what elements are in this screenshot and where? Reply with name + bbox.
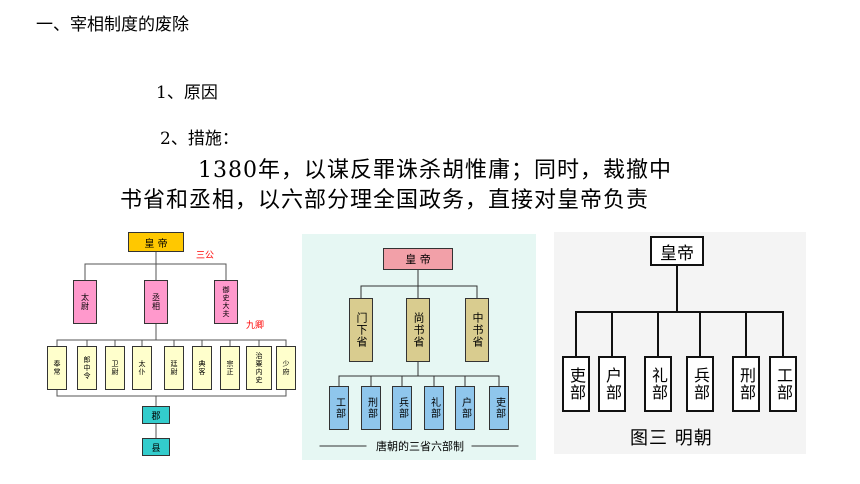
tang-ministry-box: 户部 — [455, 386, 475, 430]
county-box: 县 — [142, 438, 170, 456]
reason-heading: 1、原因 — [156, 83, 218, 103]
jiuqing-box: 卫尉 — [105, 346, 125, 390]
tang-ministry-box: 吏部 — [489, 386, 509, 430]
qin-han-diagram: 皇 帝 三公 太尉 丞相 御史大夫 九卿 奉常 郎中令 卫尉 太仆 廷尉 典客 … — [40, 228, 302, 468]
sangong-box-chengxiang: 丞相 — [144, 280, 168, 324]
tang-connectors — [319, 269, 519, 447]
jiuqing-box: 廷尉 — [164, 346, 184, 390]
ming-ministry-box: 吏部 — [562, 356, 590, 412]
sansheng-box-shangshu: 尚书省 — [406, 298, 430, 362]
jiuqing-box: 奉常 — [47, 346, 67, 390]
jiuqing-box: 宗正 — [220, 346, 240, 390]
ming-connectors — [575, 265, 784, 357]
jiuqing-box: 典客 — [192, 346, 212, 390]
tang-emperor-box: 皇 帝 — [383, 248, 453, 270]
jiuqing-box: 郎中令 — [77, 346, 97, 390]
qin-emperor-box: 皇 帝 — [128, 232, 184, 252]
tang-ministry-box: 礼部 — [424, 386, 444, 430]
commandery-box: 郡 — [142, 406, 170, 424]
ming-diagram: 皇帝 吏部 户部 礼部 兵部 刑部 工部 图三 明朝 — [554, 232, 806, 454]
jiuqing-label: 九卿 — [246, 321, 265, 331]
ming-emperor-box: 皇帝 — [650, 236, 704, 266]
tang-ministry-box: 兵部 — [392, 386, 412, 430]
sangong-box-taiwei: 太尉 — [73, 280, 97, 324]
ming-ministry-box: 户部 — [598, 356, 626, 412]
tang-ministry-box: 刑部 — [361, 386, 381, 430]
ming-ministry-box: 礼部 — [644, 356, 672, 412]
slide-title: 一、宰相制度的废除 — [36, 15, 189, 35]
ming-ministry-box: 工部 — [769, 356, 797, 412]
tang-ministry-box: 工部 — [329, 386, 349, 430]
tang-diagram: 皇 帝 门下省 尚书省 中书省 工部 刑部 兵部 礼部 户部 吏部 唐朝的三省六… — [302, 234, 536, 460]
ming-caption: 图三 明朝 — [630, 428, 713, 449]
ming-ministry-box: 刑部 — [732, 356, 760, 412]
ming-ministry-box: 兵部 — [686, 356, 714, 412]
sansheng-box-menxia: 门下省 — [349, 298, 373, 362]
tang-caption: 唐朝的三省六部制 — [376, 440, 464, 453]
jiuqing-box: 太仆 — [132, 346, 152, 390]
jiuqing-box: 少府 — [276, 346, 296, 390]
sansheng-box-zhongshu: 中书省 — [465, 298, 489, 362]
sangong-label: 三公 — [196, 251, 215, 261]
jiuqing-box: 治粟内史 — [246, 346, 272, 390]
measure-heading: 2、措施： — [160, 129, 239, 149]
qin-han-connectors — [56, 251, 287, 439]
sangong-box-yushidafu: 御史大夫 — [214, 280, 238, 324]
body-text-line-2: 书省和丞相，以六部分理全国政务，直接对皇帝负责 — [120, 188, 650, 213]
body-text-line-1: 1380年，以谋反罪诛杀胡惟庸；同时，裁撤中 — [198, 158, 672, 183]
